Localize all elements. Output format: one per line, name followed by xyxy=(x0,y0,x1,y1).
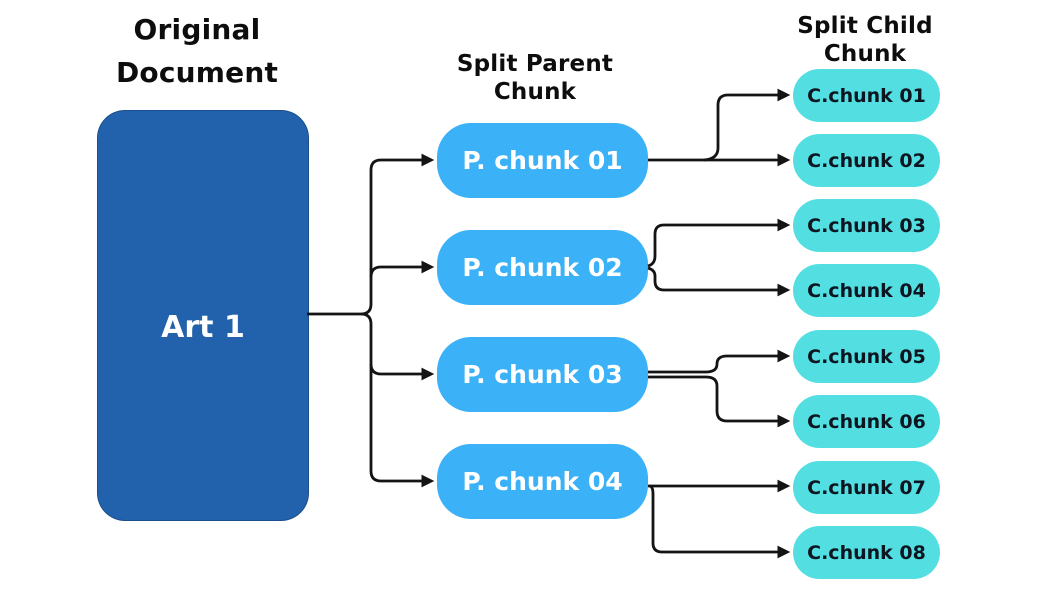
child-chunk-4: C.chunk 04 xyxy=(793,264,940,317)
child-chunk-7: C.chunk 07 xyxy=(793,461,940,514)
connector-parent3-to-child6 xyxy=(648,375,791,428)
title-split-child-chunk: Split Child Chunk xyxy=(797,13,933,67)
connector-parent3-to-child5 xyxy=(648,349,791,374)
title-original-document: Original Document xyxy=(115,13,279,89)
document-node: Art 1 xyxy=(97,110,309,521)
child-chunk-6: C.chunk 06 xyxy=(793,395,940,448)
connector-parent2-to-child4 xyxy=(647,266,791,297)
connector-parent4-to-child8 xyxy=(649,484,791,559)
parent-chunk-1: P. chunk 01 xyxy=(437,123,648,198)
child-chunk-1: C.chunk 01 xyxy=(793,69,940,122)
document-node-label: Art 1 xyxy=(161,310,245,345)
child-chunk-2: C.chunk 02 xyxy=(793,134,940,187)
child-chunk-8: C.chunk 08 xyxy=(793,526,940,579)
child-chunk-5: C.chunk 05 xyxy=(793,330,940,383)
connector-parent1-to-child1 xyxy=(703,88,791,162)
connector-doc-to-parent-3 xyxy=(369,363,435,381)
title-split-parent-chunk: Split Parent Chunk xyxy=(456,51,614,105)
connector-doc-to-parent-1 xyxy=(307,153,435,316)
connector-doc-to-parent-2 xyxy=(369,260,435,278)
child-chunk-3: C.chunk 03 xyxy=(793,199,940,252)
connector-parent2-to-child3 xyxy=(647,218,791,268)
parent-chunk-4: P. chunk 04 xyxy=(437,444,648,519)
parent-chunk-3: P. chunk 03 xyxy=(437,337,648,412)
connector-doc-to-parent-4 xyxy=(360,312,435,488)
parent-chunk-2: P. chunk 02 xyxy=(437,230,648,305)
